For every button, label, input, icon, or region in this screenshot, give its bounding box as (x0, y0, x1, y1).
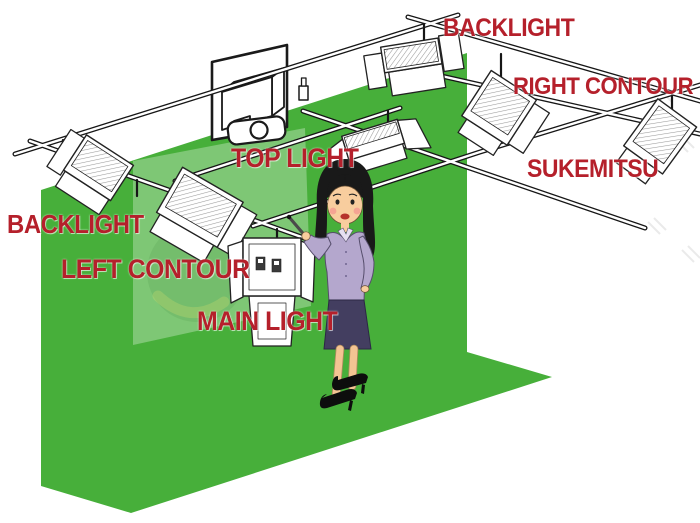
video-camera (226, 115, 287, 146)
collar (337, 227, 354, 243)
backlight-left-fixture (46, 128, 135, 216)
led-display (255, 256, 266, 271)
left-contour-fixture (149, 166, 258, 264)
led-display (271, 258, 282, 273)
label-left-contour: LEFT CONTOUR (61, 254, 250, 284)
shoe (332, 373, 368, 394)
right-contour-fixture (457, 69, 551, 157)
right-arm (303, 234, 332, 261)
label-backlight-right: BACKLIGHT (443, 14, 575, 42)
top-light-fixture (328, 118, 432, 183)
mouth (340, 213, 350, 220)
blush (353, 207, 361, 215)
eye (350, 199, 355, 205)
eye (335, 199, 340, 205)
main-light-fixture (227, 237, 316, 347)
skirt (323, 299, 372, 350)
label-sukemitsu: SUKEMITSU (527, 155, 659, 183)
presenter-woman (286, 159, 376, 411)
label-main-light: MAIN LIGHT (197, 306, 338, 336)
sukemitsu-fixture (615, 98, 698, 185)
hanging-sensor (298, 85, 309, 101)
shoe (319, 389, 357, 411)
blush (329, 207, 337, 215)
hand (301, 231, 311, 241)
backlight-right-fixture (363, 32, 465, 97)
projector-box-front (221, 76, 273, 131)
bangs (327, 168, 363, 197)
hand (360, 285, 370, 293)
label-top-light: TOP LIGHT (231, 143, 359, 173)
label-backlight-left: BACKLIGHT (7, 209, 144, 239)
label-right-contour: RIGHT CONTOUR (513, 73, 694, 100)
